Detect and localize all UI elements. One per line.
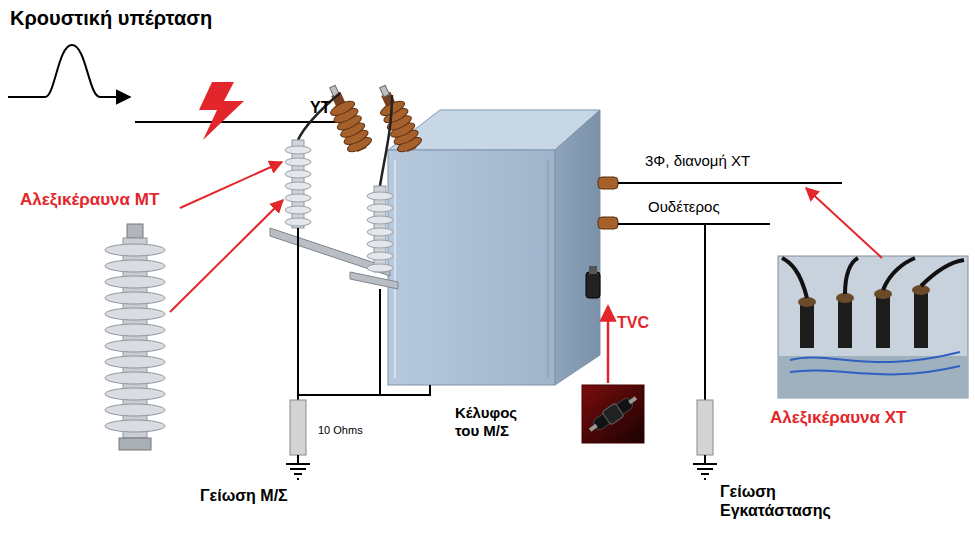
impulse-wave [8, 45, 130, 97]
leader-arrow [180, 162, 282, 208]
hv-bushing [371, 81, 424, 155]
tvc-device [586, 266, 600, 298]
transformer-tank [388, 110, 600, 385]
ground-wire [297, 228, 299, 400]
callout-label: TVC [617, 313, 649, 332]
mv-arrester [285, 140, 311, 228]
resistance-value: 10 Ohms [318, 424, 363, 437]
leader-arrow [607, 306, 610, 383]
leader-arrow [170, 200, 283, 312]
part-label: Κέλυφος του Μ/Σ [455, 404, 535, 440]
lightning-bolt [199, 82, 244, 140]
callout-label: Αλεξικέραυνα ΧΤ [770, 408, 906, 428]
ground-wire [298, 385, 430, 395]
neutral-line [618, 223, 770, 225]
lv-arrester-photo [778, 256, 968, 398]
voltage-label: ΥΤ [310, 98, 330, 117]
ground-wire [704, 224, 706, 400]
resistor-symbol [697, 400, 713, 455]
jumper-wire [298, 93, 340, 140]
ground-symbol [693, 455, 717, 479]
lv-bushing [598, 177, 618, 229]
line-label: Ουδέτερος [648, 198, 720, 216]
jumper-wire [380, 95, 392, 186]
hv-bushing [321, 81, 374, 155]
hv-line [135, 121, 352, 123]
title-text: Κρουστική υπέρταση [10, 6, 212, 30]
ground-symbol [286, 455, 310, 479]
mv-arrester [367, 186, 393, 272]
arrester-picture [105, 224, 165, 450]
part-label: Γείωση Μ/Σ [200, 486, 288, 505]
tvc-picture [582, 385, 644, 443]
lv-phase-line [618, 182, 842, 184]
arrester-bracket [350, 272, 398, 289]
resistor-symbol [290, 400, 306, 455]
line-label: 3Φ, διανομή ΧΤ [645, 152, 750, 170]
ground-wire [379, 289, 381, 395]
part-label: Γείωση Εγκατάστασης [720, 482, 860, 520]
leader-arrow [806, 188, 882, 258]
callout-label: Αλεξικέραυνα ΜΤ [20, 190, 159, 210]
